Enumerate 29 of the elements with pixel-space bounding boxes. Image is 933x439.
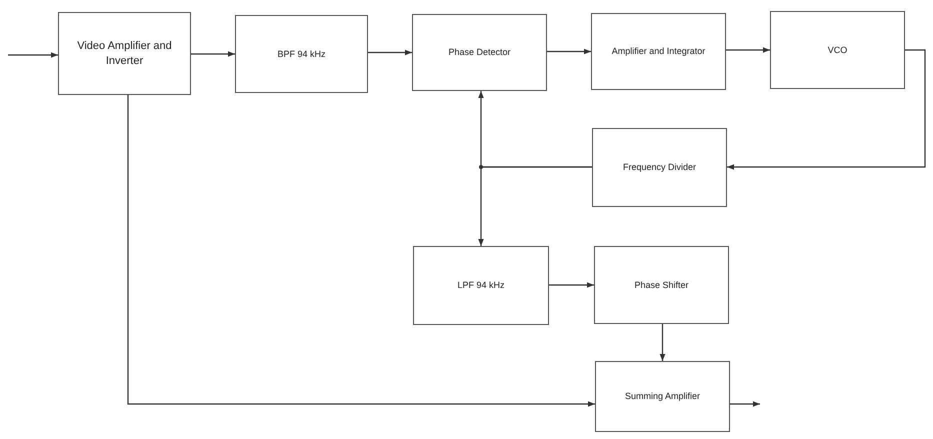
- block-label: Summing Amplifier: [624, 390, 700, 403]
- block-box: [594, 246, 729, 324]
- arrow: [547, 48, 591, 54]
- block-box: [592, 128, 727, 207]
- block-label: Phase Detector: [448, 46, 511, 59]
- arrow: [127, 95, 595, 407]
- arrow: [8, 52, 58, 58]
- block-label: Phase Shifter: [634, 278, 689, 292]
- block-label: VCO: [828, 44, 848, 56]
- block-box: [591, 13, 726, 90]
- block-box: [595, 361, 730, 432]
- arrow: [727, 49, 926, 170]
- block-label: LPF 94 kHz: [457, 279, 505, 292]
- arrow: [726, 47, 770, 53]
- arrow: [730, 401, 760, 407]
- block-label: Video Amplifier and Inverter: [76, 38, 173, 68]
- block-label: Frequency Divider: [622, 161, 696, 174]
- block-box: [58, 12, 191, 95]
- block-box: [412, 14, 547, 91]
- block-label: Amplifier and Integrator: [612, 45, 706, 58]
- block-box: [770, 11, 905, 89]
- arrow: [549, 282, 594, 288]
- arrow: [478, 166, 592, 246]
- arrow: [660, 324, 666, 361]
- arrow: [191, 51, 235, 57]
- arrow: [368, 50, 412, 56]
- block-box: [413, 246, 549, 325]
- block-label: BPF 94 kHz: [277, 48, 326, 60]
- block-box: [235, 15, 368, 93]
